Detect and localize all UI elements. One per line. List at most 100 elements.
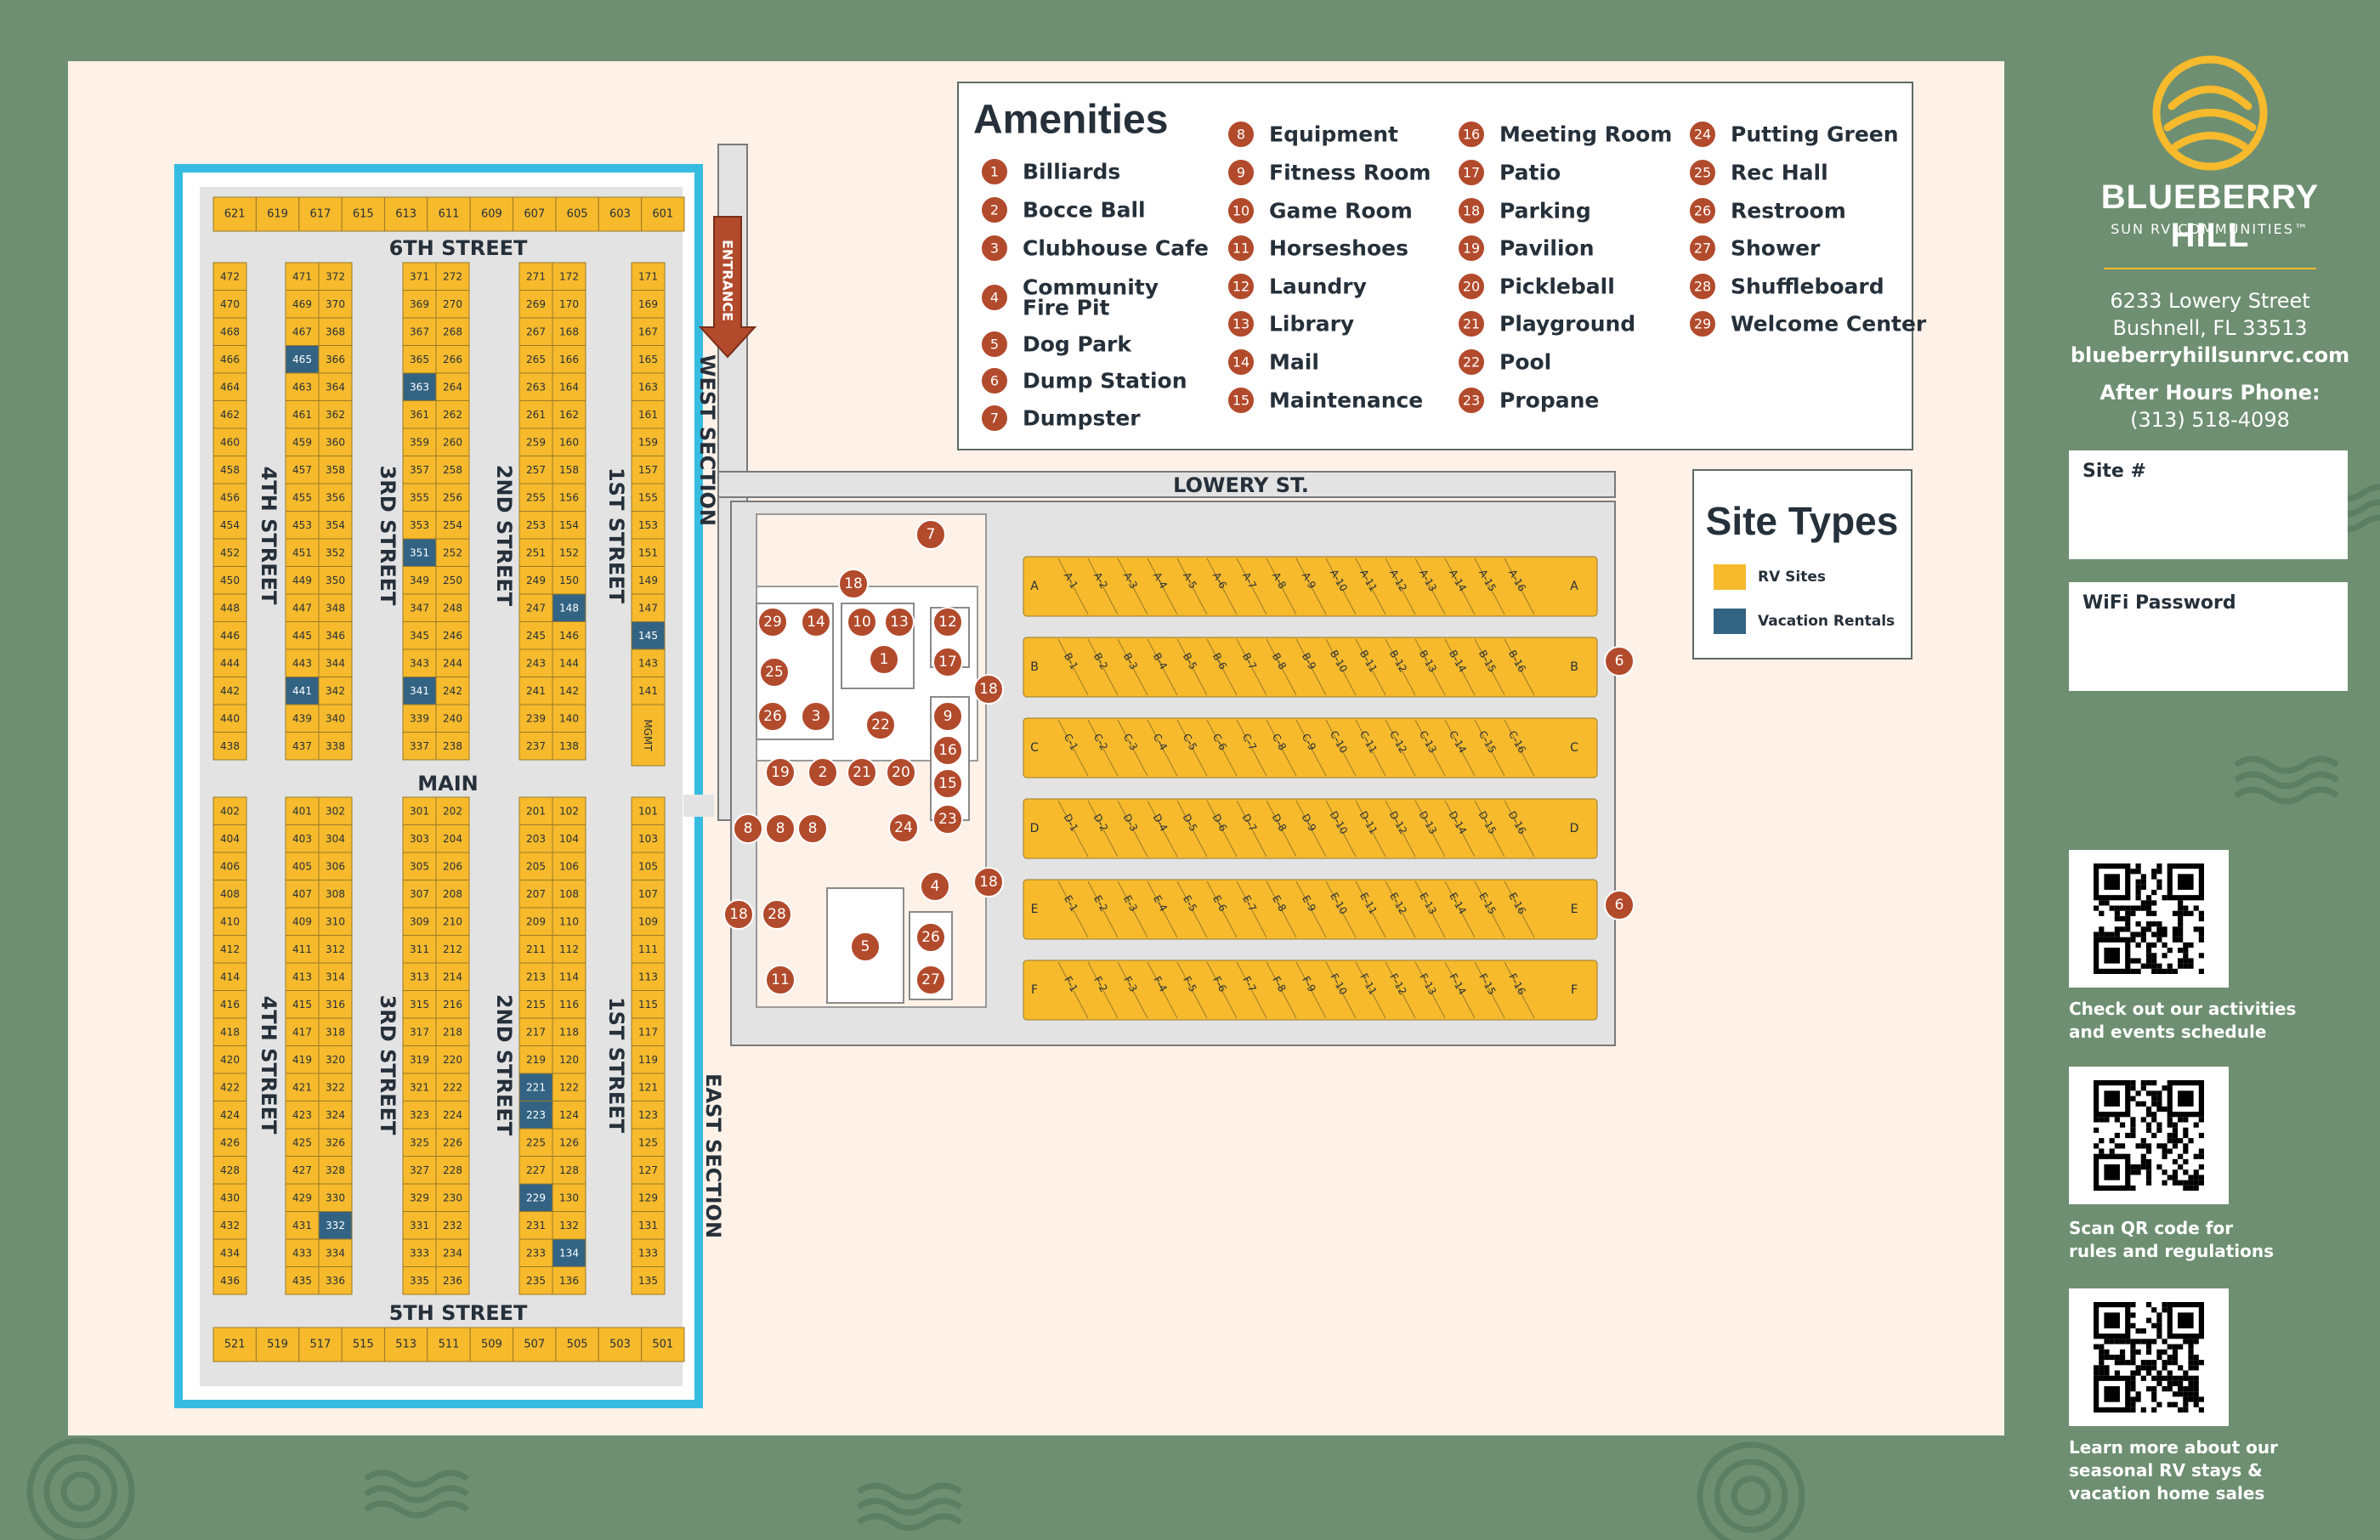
site-lot[interactable] [318, 990, 353, 1019]
site-lot[interactable] [318, 1101, 353, 1130]
site-lot[interactable] [402, 1211, 437, 1240]
site-lot[interactable] [318, 852, 353, 880]
wifi-password-box[interactable]: WiFi Password [2069, 582, 2348, 691]
site-lot[interactable] [285, 648, 320, 677]
site-lot[interactable] [435, 1156, 470, 1185]
site-lot[interactable] [552, 290, 586, 319]
site-lot[interactable] [212, 990, 247, 1019]
site-lot[interactable] [631, 962, 666, 991]
site-lot[interactable] [469, 1327, 514, 1362]
site-lot[interactable] [435, 317, 470, 346]
site-lot[interactable] [552, 262, 586, 291]
site-lot[interactable] [318, 621, 353, 650]
site-lot[interactable] [285, 852, 320, 880]
site-lot[interactable] [285, 1017, 320, 1046]
site-lot[interactable] [435, 566, 470, 595]
site-lot[interactable] [518, 262, 553, 291]
site-lot[interactable] [212, 1183, 247, 1212]
site-lot[interactable] [518, 400, 553, 429]
site-lot[interactable] [631, 677, 666, 705]
site-lot[interactable] [552, 824, 586, 853]
site-lot[interactable] [435, 372, 470, 401]
amenity-marker[interactable] [847, 757, 877, 788]
site-lot[interactable] [318, 427, 353, 456]
site-lot[interactable] [402, 1128, 437, 1157]
site-lot[interactable] [318, 456, 353, 484]
site-lot[interactable] [402, 852, 437, 880]
qr-code-seasonal[interactable] [2069, 1288, 2229, 1426]
site-lot[interactable] [318, 962, 353, 991]
site-lot[interactable] [285, 1045, 320, 1074]
site-lot[interactable] [631, 1238, 666, 1267]
site-lot[interactable] [552, 852, 586, 880]
site-lot[interactable] [555, 196, 599, 232]
site-lot[interactable] [518, 1101, 553, 1130]
site-lot[interactable] [402, 483, 437, 512]
amenity-marker[interactable] [932, 735, 963, 766]
site-lot[interactable] [631, 1211, 666, 1240]
site-lot[interactable] [435, 796, 470, 825]
site-lot[interactable] [552, 483, 586, 512]
site-lot[interactable] [402, 962, 437, 991]
site-lot[interactable] [212, 1017, 247, 1046]
site-lot[interactable] [552, 1266, 586, 1295]
site-lot[interactable] [435, 732, 470, 761]
amenity-marker[interactable] [757, 701, 788, 732]
site-lot[interactable] [435, 704, 470, 733]
site-lot[interactable] [402, 1101, 437, 1130]
site-lot[interactable] [427, 1327, 471, 1362]
amenity-marker[interactable] [797, 813, 828, 844]
site-lot[interactable] [427, 196, 471, 232]
amenity-marker[interactable] [808, 757, 838, 788]
site-lot[interactable] [212, 1073, 247, 1101]
amenity-marker[interactable] [888, 812, 919, 843]
amenity-marker[interactable] [932, 804, 963, 835]
site-lot[interactable] [518, 317, 553, 346]
site-lot[interactable] [435, 648, 470, 677]
amenity-marker[interactable] [932, 647, 963, 677]
site-lot[interactable] [552, 1183, 586, 1212]
qr-code-activities[interactable] [2069, 850, 2229, 988]
site-lot[interactable] [435, 290, 470, 319]
site-lot[interactable] [518, 677, 553, 705]
site-lot[interactable] [212, 262, 247, 291]
site-lot[interactable] [341, 196, 385, 232]
amenity-marker[interactable] [801, 607, 831, 637]
site-lot[interactable] [435, 593, 470, 622]
site-lot[interactable] [435, 1073, 470, 1101]
amenity-marker[interactable] [765, 965, 796, 995]
site-lot[interactable] [318, 290, 353, 319]
qr-code-rules[interactable] [2069, 1067, 2229, 1204]
site-lot[interactable] [318, 677, 353, 705]
site-lot[interactable] [212, 796, 247, 825]
site-lot[interactable] [552, 1156, 586, 1185]
site-lot[interactable] [631, 1017, 666, 1046]
site-lot[interactable] [435, 1045, 470, 1074]
site-lot[interactable] [402, 648, 437, 677]
site-lot[interactable] [285, 1156, 320, 1185]
site-lot[interactable] [518, 648, 553, 677]
amenity-marker[interactable] [915, 519, 946, 550]
site-lot[interactable] [402, 593, 437, 622]
site-lot[interactable] [641, 1327, 685, 1362]
site-lot[interactable] [212, 372, 247, 401]
website-link[interactable]: blueberryhillsunrvc.com [2070, 343, 2350, 367]
amenity-marker[interactable] [801, 701, 831, 732]
site-lot[interactable] [318, 648, 353, 677]
site-lot[interactable] [552, 400, 586, 429]
amenity-marker[interactable] [759, 657, 790, 688]
amenity-marker[interactable] [920, 871, 950, 902]
site-lot[interactable] [298, 1327, 343, 1362]
amenity-marker[interactable] [932, 701, 963, 732]
site-lot[interactable] [318, 935, 353, 964]
site-lot[interactable] [631, 483, 666, 512]
site-lot[interactable] [552, 990, 586, 1019]
site-lot[interactable] [435, 1128, 470, 1157]
site-lot[interactable] [285, 538, 320, 567]
site-lot[interactable] [435, 907, 470, 936]
site-lot[interactable] [318, 538, 353, 567]
site-lot[interactable] [631, 538, 666, 567]
site-lot[interactable] [631, 456, 666, 484]
site-lot[interactable] [212, 1045, 247, 1074]
site-lot[interactable] [285, 732, 320, 761]
